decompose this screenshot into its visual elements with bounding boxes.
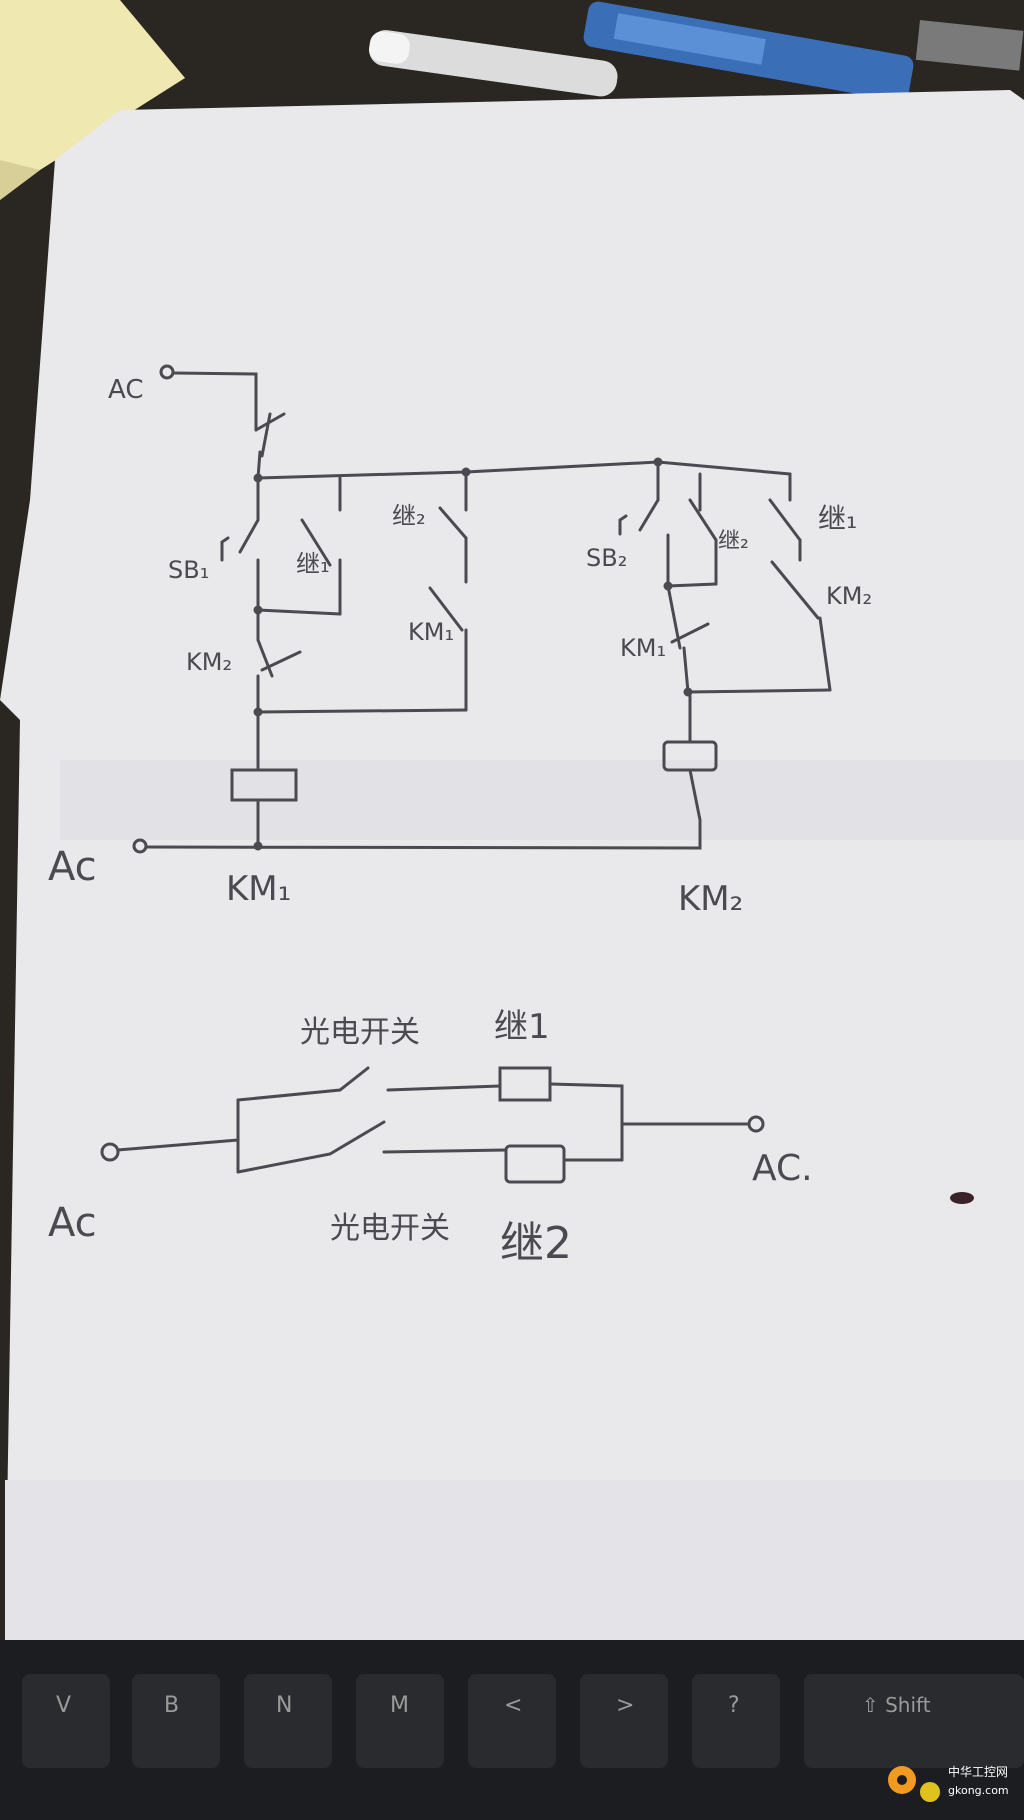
watermark-title: 中华工控网: [948, 1764, 1008, 1779]
label-relay1-left: 继₁: [296, 550, 330, 578]
label-photo-switch-2: 光电开关: [330, 1211, 450, 1246]
pen-blue: [583, 1, 1024, 102]
key-shift: ⇧ Shift: [862, 1693, 931, 1717]
label-photo-switch-1: 光电开关: [300, 1015, 420, 1050]
key-m: M: [390, 1693, 409, 1718]
sb2-contact: [638, 498, 660, 532]
sticky-note: [0, 0, 185, 200]
terminal-ac-bottom-left: [100, 1142, 120, 1162]
key-b: B: [164, 1693, 179, 1718]
watermark: 中华工控网 gkong.com: [888, 1764, 1009, 1802]
circuit-top-labels: AC Ac SB₁ 继₁ 继₂ KM₁ KM₂ KM₁ SB₂ 继₂ 继₁ KM…: [48, 375, 872, 919]
label-coil-km2: KM₂: [678, 879, 743, 919]
key-comma: <: [504, 1693, 522, 1718]
label-relay1-right: 继₁: [818, 502, 857, 535]
label-ac-left: Ac: [48, 844, 97, 890]
key-v: V: [56, 1693, 71, 1718]
key-n: N: [276, 1693, 292, 1718]
circuit-bottom-labels: 光电开关 光电开关 继1 继2 Ac AC.: [48, 1007, 813, 1269]
keyboard-keys: V B N M < > ? ⇧ Shift: [22, 1674, 1024, 1768]
pen-white: [369, 30, 618, 97]
label-ac-top: AC: [108, 375, 143, 405]
label-km1-mid: KM₁: [408, 618, 454, 646]
label-relay2-right: 继₂: [718, 529, 749, 554]
label-ac-bottom-right: AC.: [752, 1148, 813, 1189]
circuit-bottom: [100, 1066, 765, 1184]
paper-sheet: [0, 90, 1024, 1640]
key-period: >: [616, 1693, 634, 1718]
label-km2-right: KM₂: [826, 582, 872, 610]
label-km1-interlock: KM₁: [620, 634, 666, 662]
circuit-top: [132, 364, 832, 854]
label-ac-bottom-left: Ac: [48, 1200, 97, 1246]
relay-coil-2: [504, 1144, 566, 1184]
label-sb2: SB₂: [586, 544, 627, 572]
label-relay-coil-2: 继2: [500, 1218, 572, 1269]
terminal-ac-bottom-right: [747, 1115, 765, 1133]
gear-small-icon: [920, 1782, 940, 1802]
watermark-url: gkong.com: [948, 1784, 1009, 1797]
key-slash: ?: [728, 1693, 740, 1718]
label-coil-km1: KM₁: [226, 869, 291, 909]
ink-smudge: [950, 1192, 974, 1204]
label-relay2-mid: 继₂: [392, 502, 426, 530]
sb1-contact: [238, 518, 260, 554]
coil-km1: [230, 768, 298, 802]
label-relay-coil-1: 继1: [494, 1007, 550, 1047]
label-sb1: SB₁: [168, 556, 209, 584]
label-km2-interlock: KM₂: [186, 648, 232, 676]
relay1-contact-left: [300, 518, 332, 567]
